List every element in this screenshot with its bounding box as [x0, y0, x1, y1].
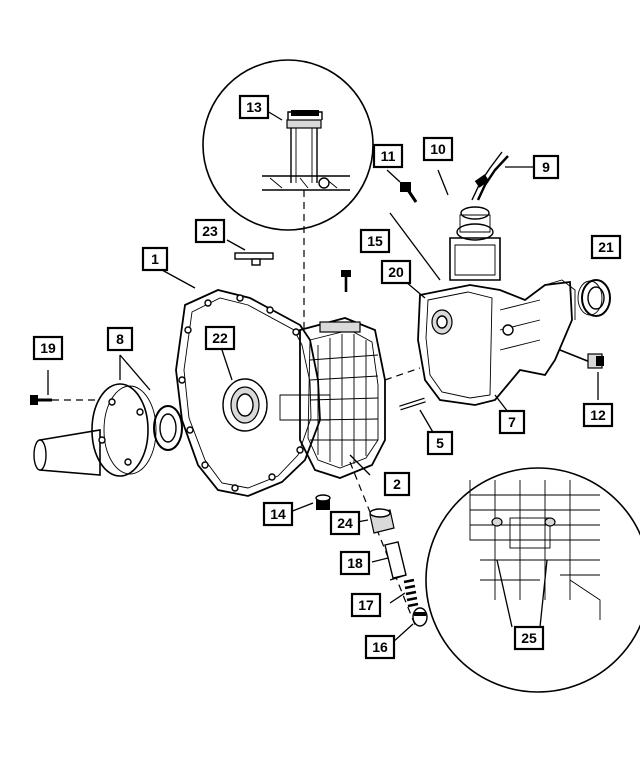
callout-20: 20: [380, 259, 412, 285]
callout-17: 17: [350, 592, 382, 618]
svg-text:7: 7: [508, 414, 516, 430]
callout-1: 1: [141, 246, 169, 272]
bolt-19: [30, 395, 52, 405]
front-bearing-retainer: [33, 383, 183, 477]
bushing-24: [369, 508, 395, 534]
axis-line-middle: [384, 367, 421, 381]
spring-17: [403, 578, 419, 608]
bell-housing: [175, 289, 331, 497]
callout-16: 16: [364, 634, 396, 660]
callout-19: 19: [32, 335, 64, 361]
gear-case: [299, 317, 386, 479]
detail-circle-bottom: [425, 467, 640, 693]
callout-10: 10: [422, 136, 454, 162]
callout-12: 12: [582, 402, 614, 428]
svg-text:8: 8: [116, 331, 124, 347]
extension-housing: [417, 151, 576, 406]
svg-text:21: 21: [598, 239, 614, 255]
callout-8: 8: [106, 326, 134, 352]
callout-23: 23: [194, 218, 226, 244]
plate-23: [234, 252, 274, 266]
svg-text:2: 2: [393, 476, 401, 492]
callout-2: 2: [383, 471, 411, 497]
dowel-pin-5: [399, 397, 426, 411]
svg-text:16: 16: [372, 639, 388, 655]
svg-text:13: 13: [246, 99, 262, 115]
axis-line-lower: [349, 461, 416, 626]
callout-18: 18: [339, 550, 371, 576]
callout-24: 24: [329, 510, 361, 536]
callout-21: 21: [590, 234, 622, 260]
callout-9: 9: [532, 154, 560, 180]
svg-text:22: 22: [212, 330, 228, 346]
svg-text:14: 14: [270, 506, 286, 522]
svg-text:15: 15: [367, 233, 383, 249]
callout-14: 14: [262, 501, 294, 527]
callout-22: 22: [204, 325, 236, 351]
callout-5: 5: [426, 430, 454, 456]
rear-seal-21: [577, 279, 611, 317]
svg-text:20: 20: [388, 264, 404, 280]
svg-text:10: 10: [430, 141, 446, 157]
sleeve-18: [384, 541, 407, 579]
bolt-11: [400, 182, 418, 203]
detail-circle-top: [202, 59, 374, 231]
callout-7: 7: [498, 409, 526, 435]
svg-text:19: 19: [40, 340, 56, 356]
bolt-top: [341, 270, 351, 292]
callout-25: 25: [513, 625, 545, 651]
ball-16: [412, 607, 428, 627]
svg-text:12: 12: [590, 407, 606, 423]
callout-15: 15: [359, 228, 391, 254]
leader-lines: [47, 107, 599, 644]
svg-text:25: 25: [521, 630, 537, 646]
svg-text:9: 9: [542, 159, 550, 175]
sensor-12: [559, 349, 604, 369]
callout-11: 11: [372, 143, 404, 169]
svg-text:1: 1: [151, 251, 159, 267]
svg-text:23: 23: [202, 223, 218, 239]
plug-14: [315, 494, 331, 510]
svg-text:18: 18: [347, 555, 363, 571]
svg-text:24: 24: [337, 515, 353, 531]
svg-text:5: 5: [436, 435, 444, 451]
svg-text:17: 17: [358, 597, 374, 613]
callout-13: 13: [238, 94, 270, 120]
svg-text:11: 11: [381, 148, 396, 164]
